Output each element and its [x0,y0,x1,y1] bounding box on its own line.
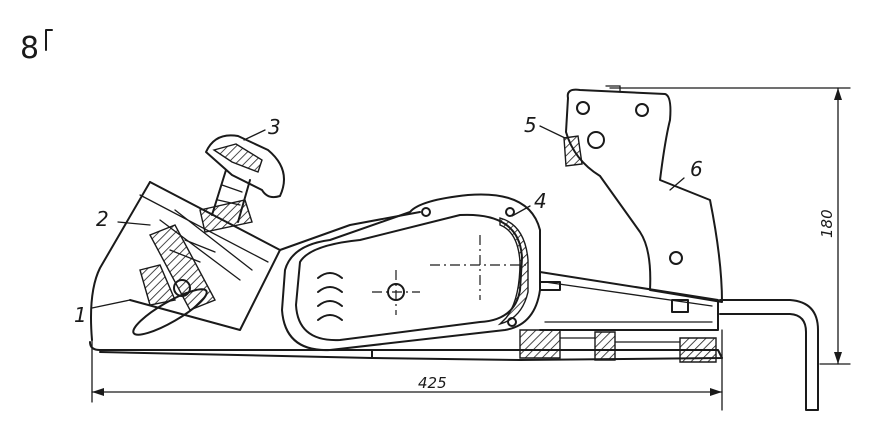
motor-body [539,271,719,331]
label-part-1: 1 [74,303,87,327]
length-dimension [91,329,723,411]
label-part-3: 3 [268,115,281,139]
label-part-2: 2 [96,207,109,231]
label-part-4: 4 [534,189,547,213]
label-part-6: 6 [690,157,703,181]
page-mark [45,29,53,51]
length-dimension-value: 425 [418,374,447,392]
label-part-5: 5 [524,113,537,137]
page-number: 8 [20,31,39,66]
front-knob [199,134,285,233]
leader-lines [91,125,685,309]
power-cable [719,299,819,411]
height-dimension-value: 180 [818,209,836,238]
rear-handle [563,85,723,303]
front-drum-housing [90,181,421,341]
belt-cover [281,193,541,352]
height-dimension [609,87,851,365]
base-sole [89,329,723,363]
